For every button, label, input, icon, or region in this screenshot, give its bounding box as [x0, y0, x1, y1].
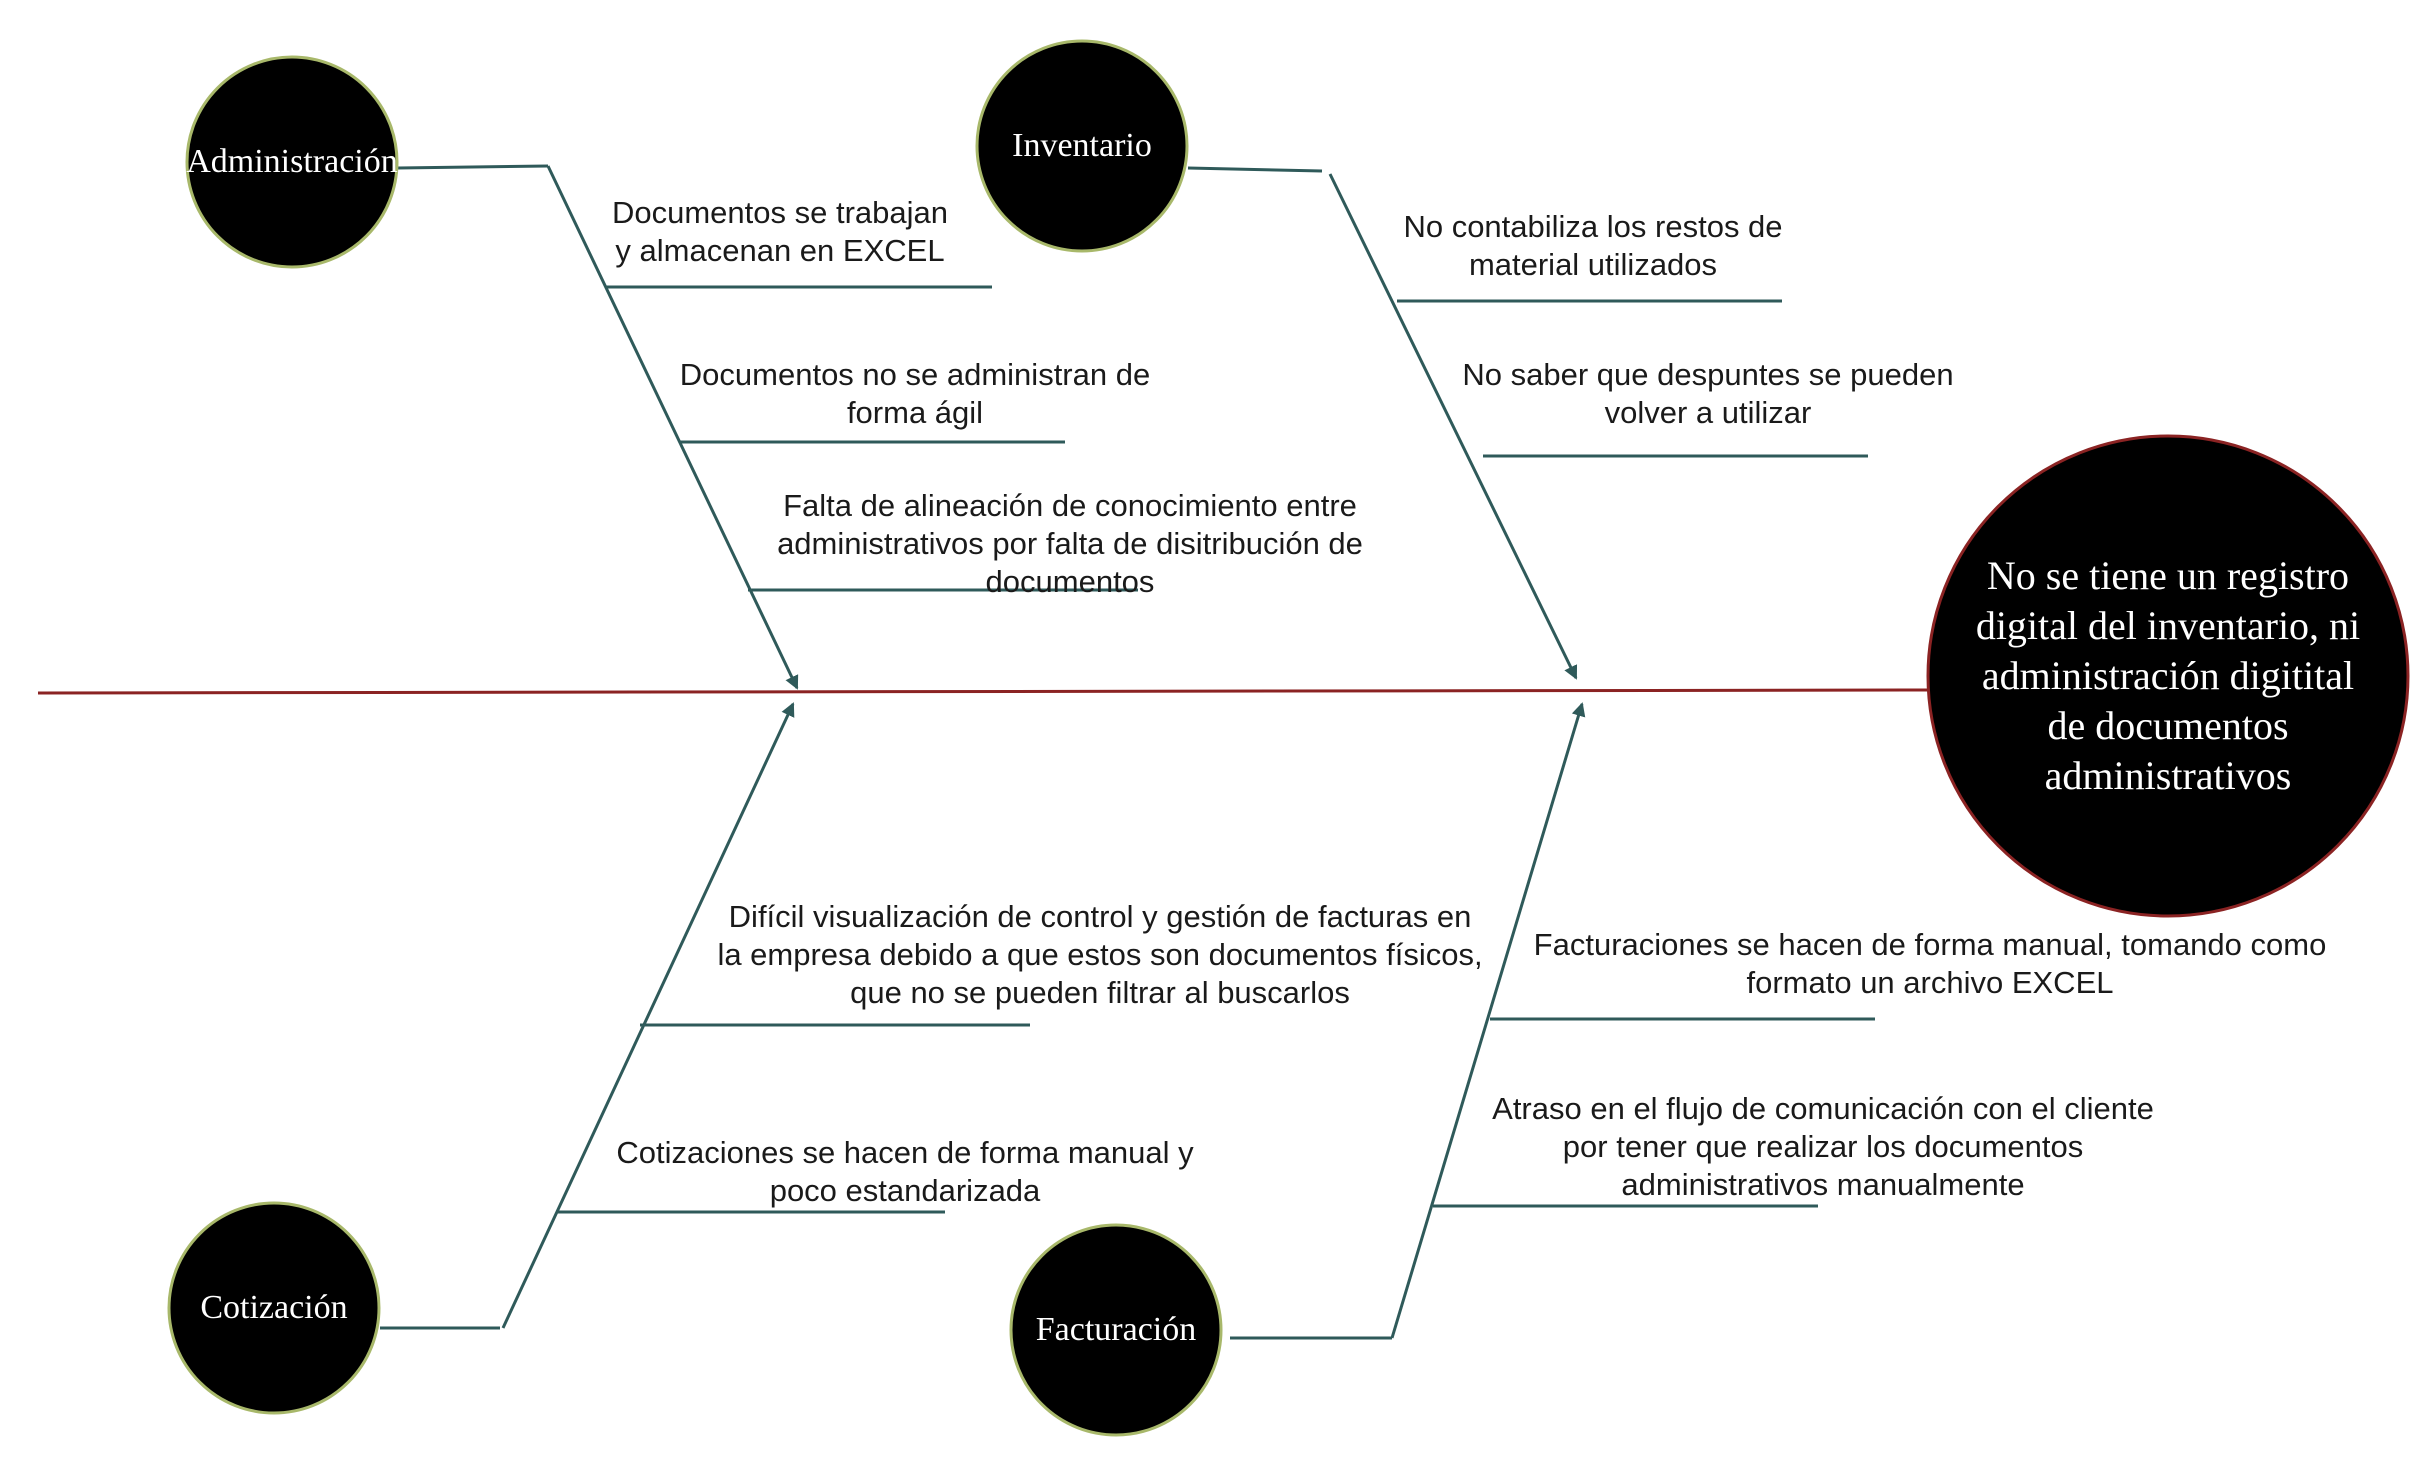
circle-facturacion	[1009, 1223, 1223, 1437]
bone-inventario	[1187, 166, 1578, 680]
cause-line: por tener que realizar los documentos	[1562, 1129, 2084, 1164]
category-label-cotizacion: Cotización	[154, 1276, 394, 1340]
category-text-cotizacion: Cotización	[200, 1289, 348, 1326]
effect-line: digital del inventario, ni	[1975, 603, 2361, 648]
cause-administracion-3: Falta de alineación de conocimiento entr…	[740, 487, 1400, 601]
cause-line: Documentos no se administran de	[679, 357, 1151, 392]
effect-line: administrativos	[2044, 753, 2292, 798]
cause-inventario-2: No saber que despuntes se pueden volver …	[1428, 356, 1988, 432]
cause-cotizacion-1: Difícil visualización de control y gesti…	[680, 898, 1520, 1012]
cause-line: Documentos se trabajan	[611, 195, 949, 230]
cause-line: Facturaciones se hacen de forma manual, …	[1533, 927, 2327, 962]
category-text-facturacion: Facturación	[1035, 1311, 1197, 1348]
cause-line: formato un archivo EXCEL	[1746, 965, 2114, 1000]
cause-line: No saber que despuntes se pueden	[1462, 357, 1954, 392]
effect-label: No se tiene un registro digital del inve…	[1938, 546, 2398, 806]
circle-effect	[1926, 434, 2410, 918]
cause-line: volver a utilizar	[1604, 395, 1812, 430]
cause-facturacion-2: Atraso en el flujo de comunicación con e…	[1458, 1090, 2188, 1204]
cause-line: Falta de alineación de conocimiento entr…	[783, 488, 1357, 523]
cause-line: documentos	[985, 564, 1155, 599]
bone-cotizacion	[380, 702, 795, 1330]
cause-line: poco estandarizada	[769, 1173, 1041, 1208]
category-label-administracion: Administración	[172, 130, 412, 194]
cause-cotizacion-2: Cotizaciones se hacen de forma manual y …	[590, 1134, 1220, 1210]
cause-facturacion-1: Facturaciones se hacen de forma manual, …	[1500, 926, 2360, 1002]
effect-line: administración digitital	[1981, 653, 2355, 698]
cause-line: administrativos por falta de disitribuci…	[777, 526, 1363, 561]
cause-line: la empresa debido a que estos son docume…	[717, 937, 1483, 972]
cause-administracion-1: Documentos se trabajan y almacenan en EX…	[560, 194, 1000, 270]
category-label-facturacion: Facturación	[996, 1298, 1236, 1362]
cause-line: No contabiliza los restos de	[1403, 209, 1783, 244]
cause-line: Atraso en el flujo de comunicación con e…	[1492, 1091, 2154, 1126]
spine-line	[37, 688, 1931, 695]
cause-inventario-1: No contabiliza los restos de material ut…	[1368, 208, 1818, 284]
cause-line: que no se pueden filtrar al buscarlos	[850, 975, 1350, 1010]
category-text-administracion: Administración	[186, 143, 398, 180]
effect-line: de documentos	[2047, 703, 2289, 748]
cause-line: Difícil visualización de control y gesti…	[728, 899, 1472, 934]
cause-line: forma ágil	[846, 395, 984, 430]
cause-line: material utilizados	[1468, 247, 1718, 282]
category-text-inventario: Inventario	[1012, 127, 1152, 164]
cause-line: y almacenan en EXCEL	[615, 233, 945, 268]
bone-facturacion	[1230, 702, 1586, 1340]
cause-line: administrativos manualmente	[1621, 1167, 2025, 1202]
cause-line: Cotizaciones se hacen de forma manual y	[616, 1135, 1194, 1170]
effect-line: No se tiene un registro	[1986, 553, 2350, 598]
category-label-inventario: Inventario	[962, 114, 1202, 178]
cause-administracion-2: Documentos no se administran de forma ág…	[640, 356, 1190, 432]
bone-administracion	[397, 164, 799, 690]
circle-administracion	[185, 55, 399, 269]
circle-cotizacion	[167, 1201, 381, 1415]
circle-inventario	[975, 39, 1189, 253]
